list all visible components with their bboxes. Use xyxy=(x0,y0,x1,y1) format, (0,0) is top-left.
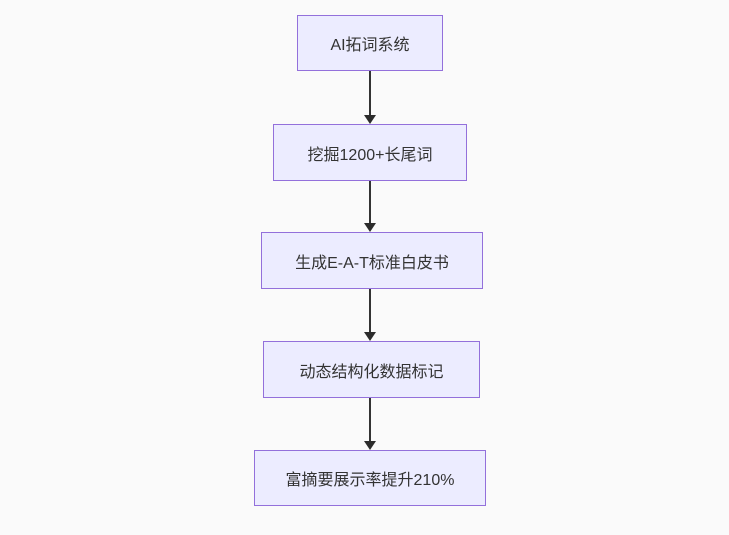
edge-arrow-3 xyxy=(364,289,376,341)
flow-node-label: 挖掘1200+长尾词 xyxy=(307,146,433,164)
flow-node-label: 动态结构化数据标记 xyxy=(299,363,444,381)
arrowhead-down-icon xyxy=(364,441,376,450)
flow-node-label: AI拓词系统 xyxy=(330,37,410,54)
arrowhead-down-icon xyxy=(364,332,376,341)
flow-node-label: 富摘要展示率提升210% xyxy=(285,472,455,489)
edge-line xyxy=(369,289,371,332)
edge-line xyxy=(369,71,371,115)
edge-line xyxy=(369,181,371,223)
flow-node-rich-snippet-result: 富摘要展示率提升210% xyxy=(254,450,486,506)
arrowhead-down-icon xyxy=(364,115,376,124)
arrowhead-down-icon xyxy=(364,223,376,232)
edge-arrow-1 xyxy=(364,71,376,124)
flow-node-label: 生成E-A-T标准白皮书 xyxy=(295,254,449,272)
flow-node-structured-data-markup: 动态结构化数据标记 xyxy=(263,341,480,398)
flow-node-eat-whitepaper: 生成E-A-T标准白皮书 xyxy=(261,232,483,289)
flow-node-longtail-mining: 挖掘1200+长尾词 xyxy=(273,124,467,181)
edge-arrow-2 xyxy=(364,181,376,232)
edge-line xyxy=(369,398,371,441)
edge-arrow-4 xyxy=(364,398,376,450)
flow-node-ai-keyword-system: AI拓词系统 xyxy=(297,15,443,71)
